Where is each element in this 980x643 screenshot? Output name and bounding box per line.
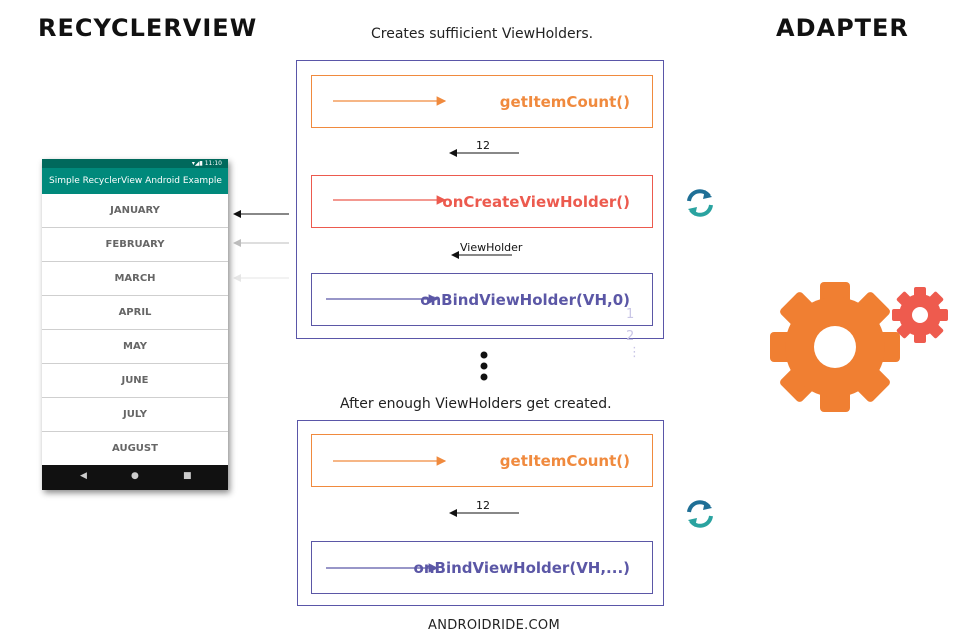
position-number-1: 1 xyxy=(626,307,635,322)
recyclerview-title: RECYCLERVIEW xyxy=(38,14,258,42)
on-create-view-holder-label: onCreateViewHolder() xyxy=(442,192,630,211)
position-number-2: 2 xyxy=(626,329,635,344)
app-bar-title: Simple RecyclerView Android Example xyxy=(42,168,228,194)
list-item[interactable]: JANUARY xyxy=(42,194,228,228)
phone-mockup: ▾◢▮ 11:10 Simple RecyclerView Android Ex… xyxy=(42,159,228,490)
ellipsis-dot-2 xyxy=(480,362,488,370)
on-bind-view-holder-label-bottom: onBindViewHolder(VH,...) xyxy=(413,558,630,577)
bottom-caption: After enough ViewHolders get created. xyxy=(340,396,612,412)
position-ellipsis: ⋮ xyxy=(628,345,641,360)
return-count-label-top: 12 xyxy=(476,139,490,152)
ellipsis-dot-3 xyxy=(480,373,488,381)
wifi-signal-battery-icon: ▾◢▮ xyxy=(191,160,205,167)
return-count-label-bottom: 12 xyxy=(476,499,490,512)
return-viewholder-label: ViewHolder xyxy=(460,241,523,254)
recycler-list[interactable]: JANUARY FEBRUARY MARCH APRIL MAY JUNE JU… xyxy=(42,194,228,465)
footer-site-label: ANDROIDRIDE.COM xyxy=(428,618,560,633)
refresh-icon xyxy=(687,500,713,528)
list-item[interactable]: AUGUST xyxy=(112,443,158,454)
list-item[interactable]: APRIL xyxy=(42,296,228,330)
get-item-count-label: getItemCount() xyxy=(499,92,630,111)
small-gear-icon xyxy=(892,287,948,343)
top-caption: Creates suffiicient ViewHolders. xyxy=(371,26,594,42)
recents-icon[interactable]: ■ xyxy=(183,471,192,481)
adapter-title: ADAPTER xyxy=(776,14,909,42)
get-item-count-label-bottom: getItemCount() xyxy=(499,451,630,470)
on-bind-view-holder-label: onBindViewHolder(VH,0) xyxy=(420,290,630,309)
home-icon[interactable]: ● xyxy=(131,471,139,481)
ellipsis-dot-1 xyxy=(480,351,488,359)
status-time: 11:10 xyxy=(204,160,222,167)
large-gear-icon xyxy=(770,282,900,412)
status-bar: ▾◢▮ 11:10 xyxy=(42,159,228,168)
list-item[interactable]: JUNE xyxy=(42,364,228,398)
on-create-view-holder-box: onCreateViewHolder() xyxy=(311,175,653,228)
list-item[interactable]: FEBRUARY xyxy=(42,228,228,262)
list-item[interactable]: MARCH xyxy=(42,262,228,296)
list-item[interactable]: JULY xyxy=(42,398,228,432)
refresh-icon xyxy=(687,189,713,217)
list-item[interactable]: MAY xyxy=(42,330,228,364)
back-icon[interactable]: ◀ xyxy=(80,471,87,481)
navigation-bar: ◀ ● ■ xyxy=(42,465,228,490)
